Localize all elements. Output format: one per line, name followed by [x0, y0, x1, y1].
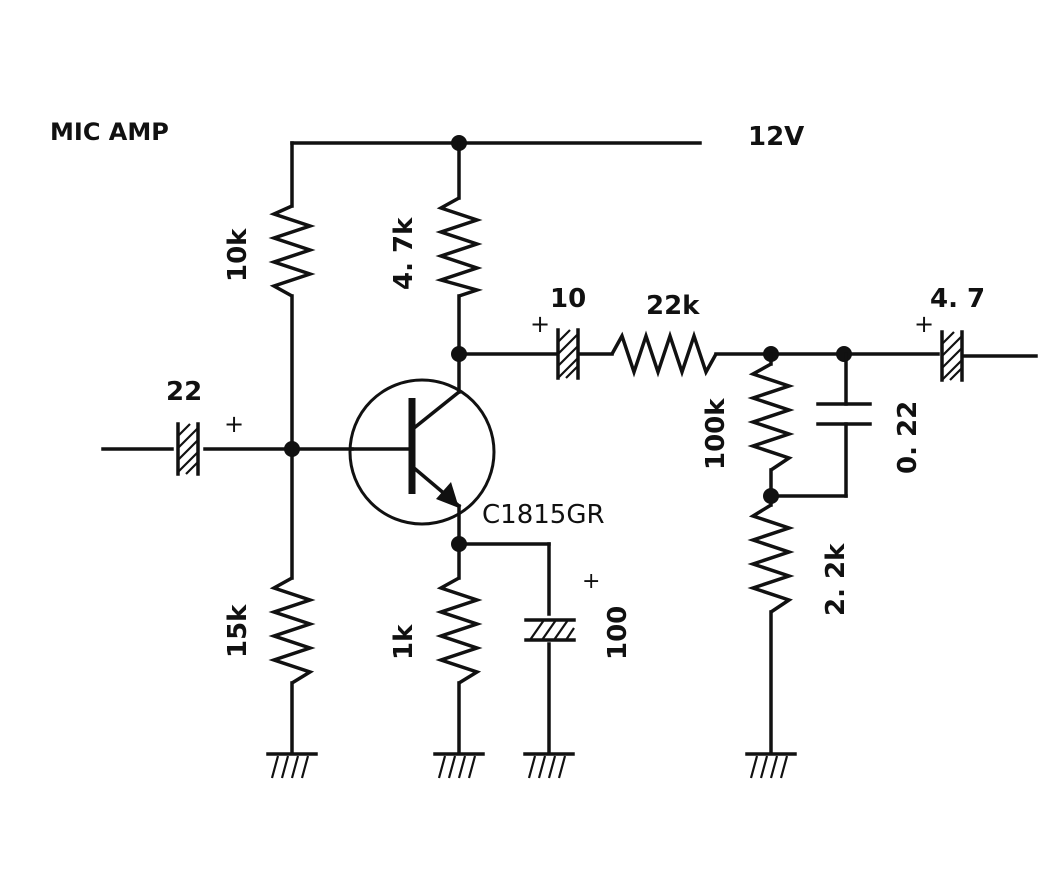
divider-bottom-resistor-icon: [747, 503, 795, 614]
emitter-resistor-label: 1k: [389, 624, 419, 660]
collector-resistor-label: 4. 7k: [389, 217, 419, 290]
ground-symbol-icon: [433, 752, 485, 779]
series-resistor-label: 22k: [646, 291, 700, 321]
transistor-part-label: C1815GR: [482, 500, 605, 530]
divider-top-resistor-label: 100k: [701, 398, 731, 470]
coupling-capacitor-polarity: +: [530, 310, 550, 338]
coupling-capacitor-icon: [556, 328, 580, 380]
emitter-wire: [451, 504, 551, 754]
emitter-resistor-icon: [435, 576, 483, 685]
collector-resistor-icon: [435, 196, 483, 298]
input-capacitor-icon: [176, 422, 200, 476]
supply-rail: [290, 135, 702, 151]
input-wire: [101, 441, 354, 457]
coupling-capacitor-label: 10: [550, 284, 586, 314]
ground-symbol-icon: [266, 752, 318, 779]
series-resistor-icon: [610, 330, 718, 378]
output-capacitor-polarity: +: [914, 310, 934, 338]
divider-wire: [763, 352, 848, 754]
input-capacitor-polarity: +: [224, 410, 244, 438]
supply-voltage-label: 12V: [748, 122, 804, 152]
emitter-bypass-capacitor-polarity: +: [582, 569, 600, 594]
divider-top-resistor-icon: [747, 362, 795, 472]
emitter-bypass-capacitor-label: 100: [603, 606, 633, 660]
emitter-bypass-capacitor-icon: [524, 618, 576, 642]
bias-bottom-resistor-icon: [268, 576, 316, 685]
input-capacitor-label: 22: [166, 377, 202, 407]
bias-bottom-resistor-label: 15k: [223, 604, 253, 658]
series-wire: [578, 346, 940, 362]
output-capacitor-label: 4. 7: [930, 284, 985, 314]
bias-top-resistor-label: 10k: [223, 228, 253, 282]
filter-capacitor-icon: [816, 402, 872, 426]
ground-symbol-icon: [523, 752, 575, 779]
output-capacitor-icon: [940, 330, 964, 382]
collector-wire: [451, 141, 558, 394]
filter-capacitor-label: 0. 22: [893, 401, 923, 474]
divider-bottom-resistor-label: 2. 2k: [821, 543, 851, 616]
schematic-title: MIC AMP: [50, 118, 169, 146]
bias-top-resistor-icon: [268, 204, 316, 298]
ground-symbol-icon: [745, 752, 797, 779]
npn-transistor-icon: [348, 378, 496, 526]
